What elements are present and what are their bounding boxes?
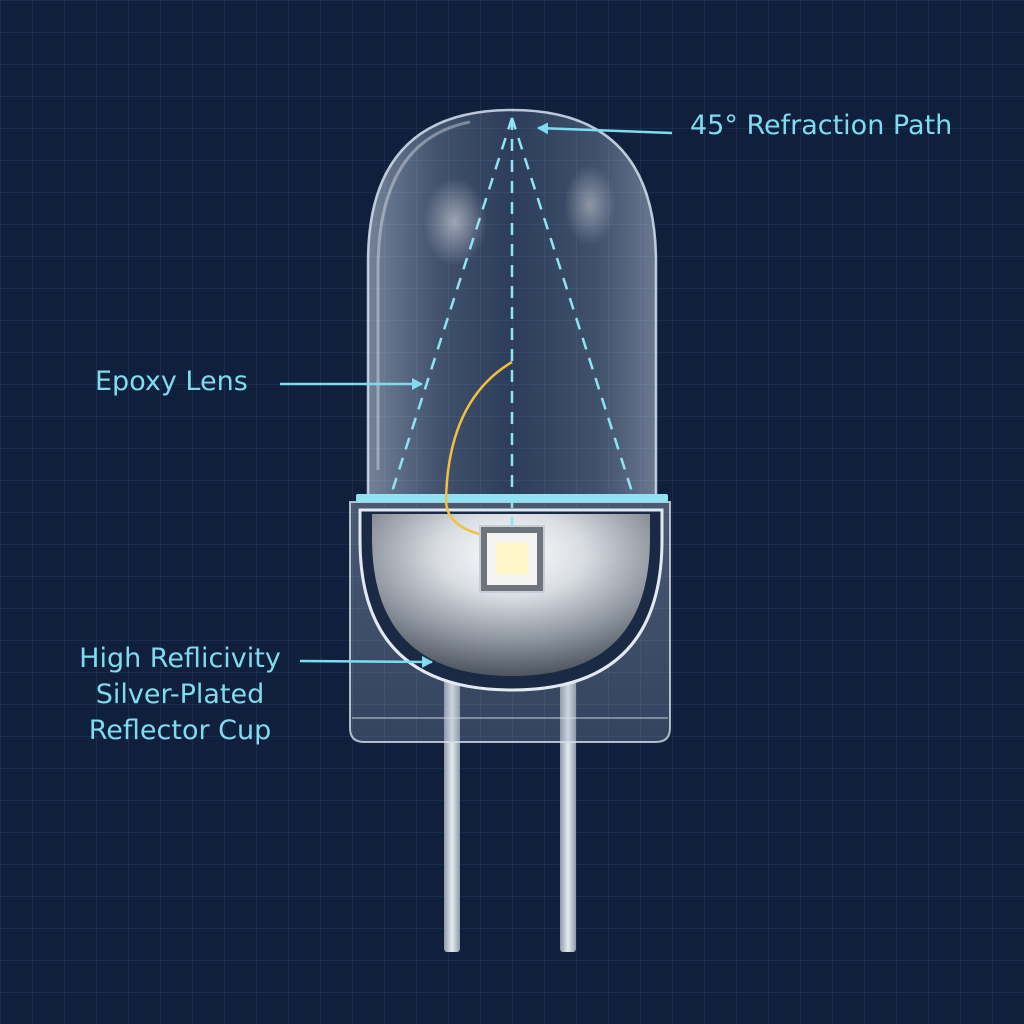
refraction-path-arrow [537,122,673,135]
bond-wire [444,360,513,538]
refraction-path-right [510,117,636,499]
reflector-cup-arrow [299,655,433,668]
refraction-path-label: 45° Refraction Path [690,110,953,141]
reflector-cup-label-line-2: Silver-Plated [95,679,265,710]
lens-edge-shine [376,120,471,470]
epoxy-lens-label: Epoxy Lens [95,366,248,397]
refraction-path-left [388,117,514,499]
reflector-cup-label: High Reflicivity Silver-Plated Reflector… [40,641,320,749]
led-chip-emitter [496,542,528,574]
reflector-cup [372,514,650,676]
lens-highlight-right [564,165,616,245]
reflector-cup-label-line-3: Reflector Cup [88,715,272,746]
reflector-cup-label-line-1: High Reflicivity [79,643,281,674]
